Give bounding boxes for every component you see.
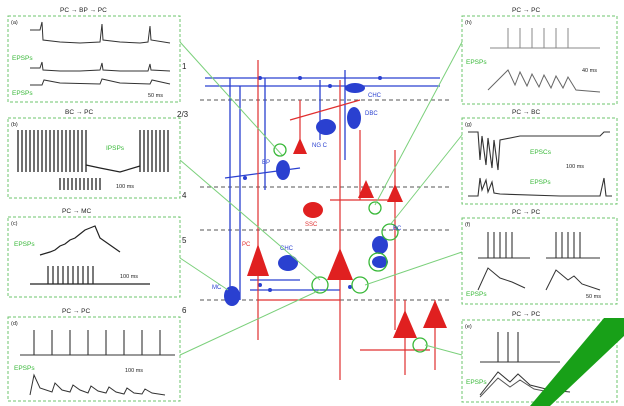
panel-a-label-1: EPSPs xyxy=(12,55,33,62)
bc-soma-2 xyxy=(372,256,388,268)
panel-f-label-1: EPSPs xyxy=(466,291,487,298)
pyramidal-cells xyxy=(247,138,447,338)
panel-f-scale: 50 ms xyxy=(586,294,601,300)
panel-d-spikes xyxy=(20,330,175,356)
panel-f-trace-2 xyxy=(545,269,601,291)
layer-label-1: 1 xyxy=(182,62,187,71)
panel-g-header: PC → BC xyxy=(512,109,540,116)
ssc-soma xyxy=(303,202,323,218)
panel-c-scale: 100 ms xyxy=(120,274,138,280)
inhibitory-axons xyxy=(205,70,440,300)
bc-soma xyxy=(372,236,388,254)
panel-d-header: PC → PC xyxy=(62,308,90,315)
panel-c-epsp-trace xyxy=(39,225,121,256)
panel-b-scale: 100 ms xyxy=(116,184,134,190)
bp-soma xyxy=(276,160,290,180)
panel-c: PC → MC (c) EPSPs 100 ms xyxy=(7,208,181,298)
panel-c-frame xyxy=(7,216,181,298)
panel-g-label-2: EPSPs xyxy=(530,179,551,186)
bc-label: BC xyxy=(393,226,402,232)
panel-d-frame xyxy=(7,316,181,402)
panel-e-spikes xyxy=(480,332,560,363)
panel-g: PC → BC (g) EPSCs EPSPs 100 ms xyxy=(461,109,618,205)
chc2-soma xyxy=(345,83,365,93)
panel-a-header: PC → BP → PC xyxy=(60,7,107,14)
panel-b-frame xyxy=(7,117,181,199)
ssc-label: SSC xyxy=(305,222,318,228)
panel-b-label-1: IPSPs xyxy=(106,145,125,152)
panel-d-label-1: EPSPs xyxy=(14,365,35,372)
panel-g-scale: 100 ms xyxy=(566,164,584,170)
layer-label-4: 4 xyxy=(182,191,187,200)
panel-a: PC → BP → PC (a) EPSPs EPSPs 50 ms xyxy=(7,7,181,103)
panel-g-frame xyxy=(461,117,618,205)
synapse-markers xyxy=(273,143,428,353)
bp-label: BP xyxy=(262,160,270,166)
chc-label: CHC xyxy=(280,246,294,252)
panel-f-spikes xyxy=(478,232,600,259)
ngc-label: NG C xyxy=(312,143,328,149)
panel-e: PC → PC (e) EPSPs xyxy=(461,311,618,403)
corner-green-stripe xyxy=(530,318,624,406)
panel-h-scale: 40 ms xyxy=(582,68,597,74)
panel-g-epsp-trace xyxy=(468,177,612,197)
panel-d-scale: 100 ms xyxy=(125,368,143,374)
panel-g-tag: (g) xyxy=(465,122,472,128)
layer-label-6: 6 xyxy=(182,306,187,315)
panel-f-frame xyxy=(461,217,618,305)
panel-e-tag: (e) xyxy=(465,324,472,330)
panel-g-label-1: EPSCs xyxy=(530,149,552,156)
chc-soma xyxy=(278,255,298,271)
mc-soma xyxy=(224,286,240,306)
panel-c-label-1: EPSPs xyxy=(14,241,35,248)
panel-h-frame xyxy=(461,15,618,105)
pc-label: PC xyxy=(242,242,251,248)
panel-d: PC → PC (d) EPSPs 100 ms xyxy=(7,308,181,402)
panel-e-frame xyxy=(461,319,618,403)
panel-d-tag: (d) xyxy=(11,321,18,327)
panel-h-label-1: EPSPs xyxy=(466,59,487,66)
panel-d-epsp-trace xyxy=(29,373,166,396)
panel-e-trace-2 xyxy=(479,377,561,398)
panel-b-spike-train xyxy=(17,130,169,190)
panel-h-tag: (h) xyxy=(465,20,472,26)
panel-e-label-1: EPSPs xyxy=(466,379,487,386)
panel-f: PC → PC (f) EPSPs 50 ms xyxy=(461,209,618,305)
panel-c-tag: (c) xyxy=(11,221,18,227)
panel-b-header: BC → PC xyxy=(65,109,93,116)
inhibitory-synapses xyxy=(243,76,382,292)
panel-b-tag: (b) xyxy=(11,122,18,128)
connector-lines xyxy=(179,41,463,356)
ngc-soma xyxy=(316,119,336,135)
layer-label-23: 2/3 xyxy=(177,110,189,119)
dbc-label: DBC xyxy=(365,111,378,117)
panel-f-trace-1 xyxy=(477,267,526,291)
panel-a-label-2: EPSPs xyxy=(12,90,33,97)
panel-e-header: PC → PC xyxy=(512,311,540,318)
panel-b: BC → PC (b) IPSPs 100 ms xyxy=(7,109,181,199)
panel-a-trace-2 xyxy=(30,61,171,72)
panel-a-frame xyxy=(7,15,181,103)
panel-h-header: PC → PC xyxy=(512,7,540,14)
panel-a-scale: 50 ms xyxy=(148,93,163,99)
panel-f-tag: (f) xyxy=(465,222,470,228)
panel-a-trace-1 xyxy=(30,21,171,44)
dbc-soma xyxy=(347,107,361,129)
panel-h: PC → PC (h) EPSPs 40 ms xyxy=(461,7,618,105)
panel-c-spikes xyxy=(30,266,150,285)
panel-b-ipsp-trace xyxy=(85,164,141,173)
panel-f-header: PC → PC xyxy=(512,209,540,216)
panel-g-epsc-trace xyxy=(468,131,610,171)
panel-h-spikes xyxy=(490,28,600,49)
chc2-label: CHC xyxy=(368,93,382,99)
panel-a-tag: (a) xyxy=(11,20,18,26)
mc-label: MC xyxy=(212,285,222,291)
panel-h-epsp-trace xyxy=(487,69,601,93)
panel-a-trace-3 xyxy=(30,78,171,86)
layer-label-5: 5 xyxy=(182,236,187,245)
central-circuit: 1 2/3 4 5 6 xyxy=(177,60,452,380)
panel-c-header: PC → MC xyxy=(62,208,92,215)
